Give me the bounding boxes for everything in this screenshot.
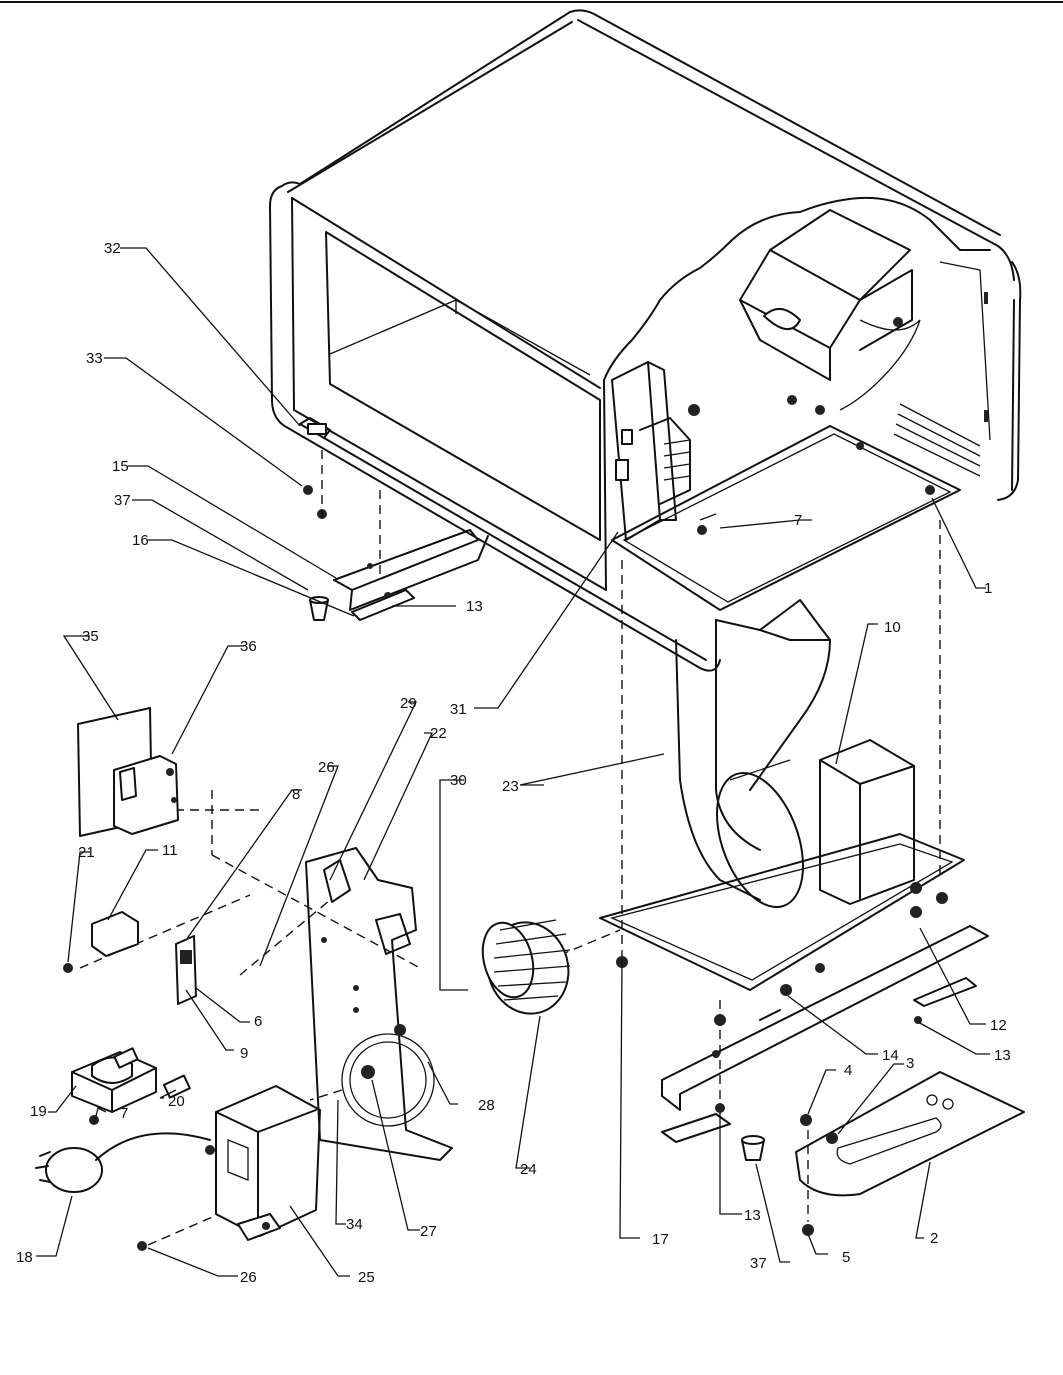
callout-13-a: 13 — [466, 598, 483, 615]
air-duct — [675, 599, 831, 909]
base-bracket-left — [309, 529, 489, 621]
callout-24: 24 — [520, 1161, 537, 1178]
cabinet — [269, 9, 1022, 672]
capacitor — [71, 1047, 191, 1125]
callout-labels: 1 2 3 4 5 6 7 7 8 9 10 11 12 13 13 13 14… — [16, 240, 1011, 1286]
callout-15: 15 — [112, 458, 129, 475]
callout-13-c: 13 — [744, 1207, 761, 1224]
callout-29: 29 — [400, 695, 417, 712]
callout-32: 32 — [104, 240, 121, 257]
callout-20: 20 — [168, 1093, 185, 1110]
callout-1: 1 — [984, 580, 992, 597]
rail-brackets — [661, 925, 989, 1143]
callout-8: 8 — [292, 786, 300, 803]
callout-34: 34 — [346, 1216, 363, 1233]
callout-10: 10 — [884, 619, 901, 636]
power-cord — [35, 1132, 211, 1193]
callout-3: 3 — [906, 1055, 914, 1072]
callout-9: 9 — [240, 1045, 248, 1062]
callout-21: 21 — [78, 844, 95, 861]
rubber-foot — [741, 1135, 765, 1161]
callout-25: 25 — [358, 1269, 375, 1286]
callout-26-upper: 26 — [318, 759, 335, 776]
fan-motor — [137, 1085, 321, 1251]
callout-33: 33 — [86, 350, 103, 367]
callout-leaders — [36, 247, 990, 1277]
callout-4: 4 — [844, 1062, 852, 1079]
callout-14: 14 — [882, 1047, 899, 1064]
fan-bracket — [305, 847, 453, 1161]
blower-wheel — [481, 919, 571, 1015]
callout-7-upper: 7 — [794, 512, 802, 529]
callout-5: 5 — [842, 1249, 850, 1266]
callout-2: 2 — [930, 1230, 938, 1247]
callout-30: 30 — [450, 772, 467, 789]
callout-19: 19 — [30, 1103, 47, 1120]
callout-22: 22 — [430, 725, 447, 742]
callout-27: 27 — [420, 1223, 437, 1240]
callout-28: 28 — [478, 1097, 495, 1114]
interlock-switch — [175, 935, 197, 1005]
switch-11 — [63, 911, 139, 973]
callout-17: 17 — [652, 1231, 669, 1248]
callout-36: 36 — [240, 638, 257, 655]
callout-31: 31 — [450, 701, 467, 718]
callout-6: 6 — [254, 1013, 262, 1030]
callout-26-lower: 26 — [240, 1269, 257, 1286]
callout-18: 18 — [16, 1249, 33, 1266]
control-board — [77, 707, 179, 837]
callout-11: 11 — [162, 842, 178, 859]
transformer — [819, 739, 915, 905]
foot-plate — [795, 1071, 1025, 1236]
callout-37-upper: 37 — [114, 492, 131, 509]
callout-12: 12 — [990, 1017, 1007, 1034]
base-plate — [599, 833, 965, 1026]
callout-16: 16 — [132, 532, 149, 549]
callout-13-b: 13 — [994, 1047, 1011, 1064]
callout-35: 35 — [82, 628, 99, 645]
assembly-lines — [79, 450, 941, 1246]
callout-7-lower: 7 — [120, 1105, 128, 1122]
callout-23: 23 — [502, 778, 519, 795]
callout-37-lower: 37 — [750, 1255, 767, 1272]
